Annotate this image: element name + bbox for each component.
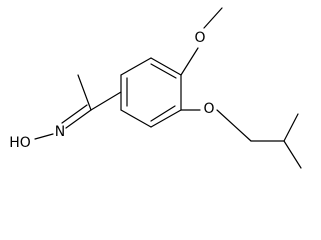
ring-bond-3	[150, 109, 182, 128]
imine-double-bond-a	[65, 109, 92, 129]
isobutoxy-group: O	[180, 101, 302, 169]
methoxy-methyl-bond	[203, 7, 223, 29]
imine-double-bond-b	[61, 104, 88, 124]
ring-to-imine-carbon-bond	[90, 91, 122, 111]
ch-to-methyl-down-bond	[283, 140, 302, 169]
oxime-nitrogen-label: N	[55, 124, 65, 140]
methoxy-group: O	[180, 7, 223, 76]
structure-diagram: N HO O O	[9, 7, 302, 169]
ring-bond-1	[150, 57, 182, 76]
chemical-structure: N HO O O	[9, 7, 302, 169]
ring-bond-6	[120, 57, 152, 76]
methoxy-oxygen-label: O	[194, 30, 205, 46]
ring-inner-bond-2	[150, 105, 176, 122]
oxime-hydroxyl-label: HO	[9, 135, 31, 151]
ring-bond-4	[120, 109, 152, 128]
ch-to-methyl-up-bond	[283, 113, 299, 142]
ring-to-methoxy-o-bond	[180, 47, 199, 76]
benzene-ring	[120, 57, 182, 128]
ether-oxygen-label: O	[203, 101, 214, 117]
n-o-bond	[34, 133, 54, 140]
ring-inner-bond-1	[150, 63, 177, 79]
methyl-bond	[77, 74, 92, 111]
ether-o-to-ch2-bond	[216, 109, 252, 142]
oxime-group: N HO	[9, 74, 122, 151]
